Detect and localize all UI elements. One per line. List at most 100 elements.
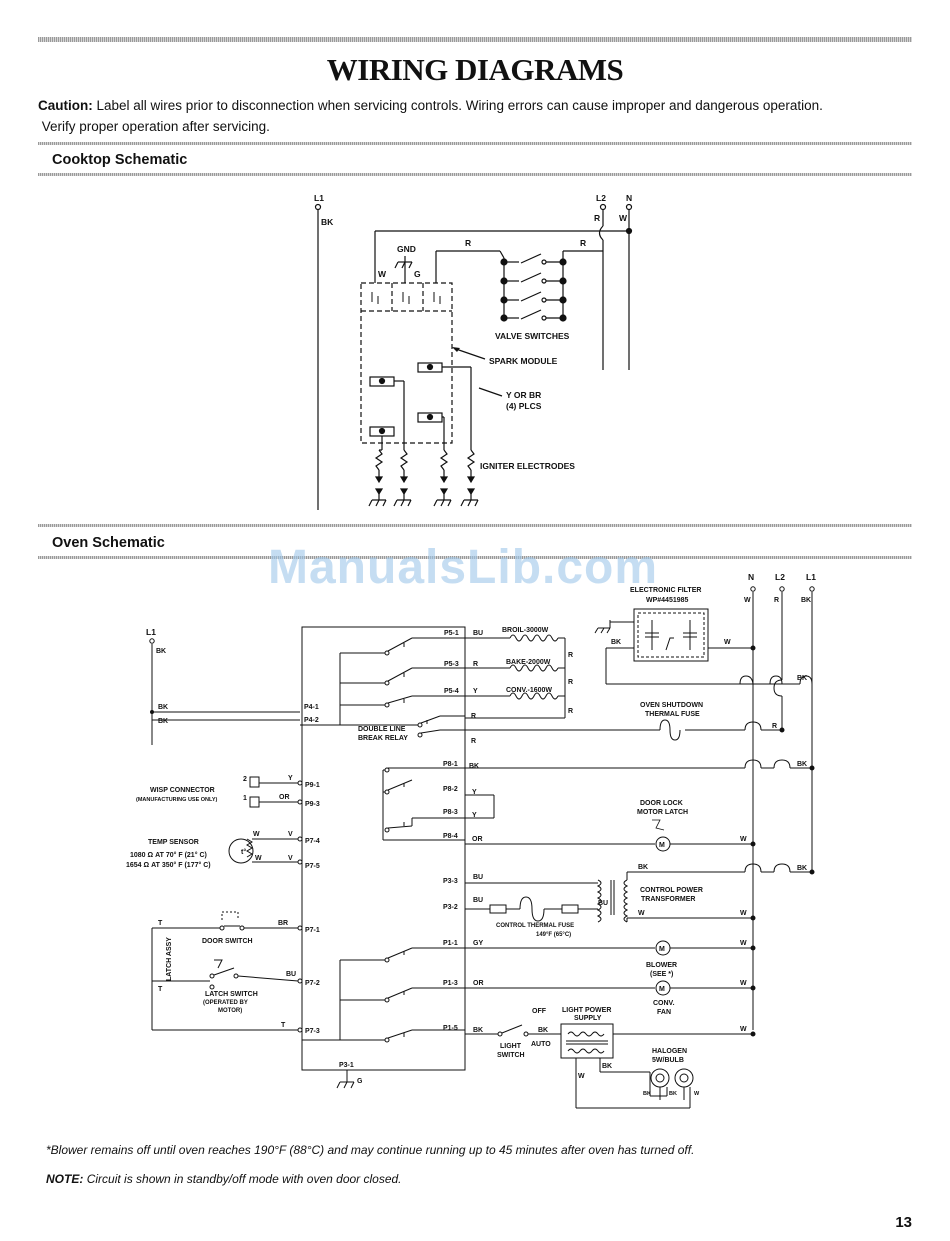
label-p81-bk: BK xyxy=(469,763,479,770)
label-conv-fan2: FAN xyxy=(657,1009,671,1016)
label-filter-bk: BK xyxy=(611,639,621,646)
label-light-switch1: LIGHT xyxy=(500,1043,522,1050)
pin-p3-2: P3-2 xyxy=(443,904,458,911)
label-lps-w: W xyxy=(578,1073,585,1080)
label-plcs: (4) PLCS xyxy=(506,401,542,411)
label-wisp-sub: (MANUFACTURING USE ONLY) xyxy=(136,797,218,803)
label-break-relay: BREAK RELAY xyxy=(358,735,408,742)
label-gnd: GND xyxy=(397,244,416,254)
label-p82-y: Y xyxy=(472,789,477,796)
l1-terminal xyxy=(314,203,322,211)
label-p42-bk: BK xyxy=(158,718,168,725)
label-left-l1: L1 xyxy=(146,627,156,637)
label-temp1: 1080 Ω AT 70° F (21° C) xyxy=(130,851,207,859)
caution-text: Caution: Label all wires prior to discon… xyxy=(38,95,918,137)
temp-sensor-icon xyxy=(228,838,254,864)
pin-p4-1: P4-1 xyxy=(304,704,319,711)
label-off: OFF xyxy=(532,1008,547,1015)
label-operated-by: (OPERATED BY xyxy=(203,1000,248,1006)
label-electronic-filter: ELECTRONIC FILTER xyxy=(630,587,701,594)
label-wisp-or: OR xyxy=(279,794,290,801)
broil-element xyxy=(509,634,559,642)
conv-element xyxy=(509,692,559,700)
label-filter-part: WP#4451985 xyxy=(646,597,689,604)
label-control-power: CONTROL POWER xyxy=(640,887,703,894)
label-bk-684: BK xyxy=(797,675,807,682)
label-w-948: W xyxy=(740,940,747,947)
n-terminal xyxy=(625,203,633,211)
label-temp-sensor: TEMP SENSOR xyxy=(148,839,199,846)
label-bk-872: BK xyxy=(638,864,648,871)
label-wisp-y: Y xyxy=(288,775,293,782)
label-p41-bk: BK xyxy=(158,704,168,711)
label-double-line: DOUBLE LINE xyxy=(358,726,406,733)
label-y-or-br: Y OR BR xyxy=(506,390,541,400)
label-t-928: T xyxy=(158,920,163,927)
cooktop-heading: Cooktop Schematic xyxy=(52,152,188,168)
label-br-928: BR xyxy=(278,920,288,927)
pin-p3-3: P3-3 xyxy=(443,878,458,885)
label-igniter: IGNITER ELECTRODES xyxy=(480,461,575,471)
label-l2-r: R xyxy=(774,597,779,604)
circuit-note: NOTE: Circuit is shown in standby/off mo… xyxy=(46,1172,402,1186)
pin-p1-5: P1-5 xyxy=(443,1025,458,1032)
pin-p7-1: P7-1 xyxy=(305,927,320,934)
label-temp2: 1654 Ω AT 350° F (177° C) xyxy=(126,861,211,869)
igniter-electrodes xyxy=(368,449,479,507)
pin-p5-3: P5-3 xyxy=(444,661,459,668)
label-bk-872b: BK xyxy=(797,865,807,872)
cooktop-rule-top xyxy=(38,142,912,145)
label-motor-paren: MOTOR) xyxy=(218,1008,242,1014)
label-r-elem1: R xyxy=(568,652,573,659)
label-wisp-1: 1 xyxy=(243,795,247,802)
label-transformer: TRANSFORMER xyxy=(641,896,695,903)
label-p33-bu: BU xyxy=(473,874,483,881)
label-wisp-2: 2 xyxy=(243,776,247,783)
label-temp-w2: W xyxy=(255,855,262,862)
label-w-918a: W xyxy=(638,910,645,917)
caution-body: Label all wires prior to disconnection w… xyxy=(96,98,823,113)
motor-m-2: M xyxy=(659,946,665,953)
label-door-switch: DOOR SWITCH xyxy=(202,938,253,945)
cooktop-rule-bottom xyxy=(38,173,912,176)
pin-p7-2: P7-2 xyxy=(305,980,320,987)
label-temp-w1: W xyxy=(253,831,260,838)
motor-m-1: M xyxy=(659,842,665,849)
label-t-1030: T xyxy=(281,1022,286,1029)
label-conv-element: CONV.-1600W xyxy=(506,687,552,694)
label-bake: BAKE-2000W xyxy=(506,659,551,666)
label-lps-bk: BK xyxy=(602,1063,612,1070)
pin-p8-3: P8-3 xyxy=(443,809,458,816)
label-latch-switch: LATCH SWITCH xyxy=(205,991,258,998)
pin-p8-4: P8-4 xyxy=(443,833,458,840)
label-wisp: WISP CONNECTOR xyxy=(150,787,215,794)
label-p11-gy: GY xyxy=(473,940,483,947)
pin-p9-3: P9-3 xyxy=(305,801,320,808)
label-p53-r: R xyxy=(473,661,478,668)
label-motor-latch: MOTOR LATCH xyxy=(637,809,688,816)
halogen-bulb-2 xyxy=(674,1068,694,1088)
label-oven-l1: L1 xyxy=(806,572,816,582)
pin-p3-1: P3-1 xyxy=(339,1062,354,1069)
halogen-bulb-1 xyxy=(650,1068,670,1088)
pin-p8-1: P8-1 xyxy=(443,761,458,768)
label-p51-bu: BU xyxy=(473,630,483,637)
spark-module xyxy=(360,282,453,444)
top-rule xyxy=(38,37,912,42)
l2-terminal xyxy=(599,203,607,211)
label-t-981: T xyxy=(158,986,163,993)
label-spark-module: SPARK MODULE xyxy=(489,356,558,366)
label-relay-r1: R xyxy=(471,713,476,720)
label-door-lock: DOOR LOCK xyxy=(640,800,683,807)
label-w-module: W xyxy=(378,269,387,279)
blower-footnote: *Blower remains off until oven reaches 1… xyxy=(46,1143,695,1157)
label-p54-y: Y xyxy=(473,688,478,695)
pin-p9-1: P9-1 xyxy=(305,782,320,789)
label-auto: AUTO xyxy=(531,1041,551,1048)
label-w-844: W xyxy=(740,836,747,843)
label-r-elem3: R xyxy=(568,708,573,715)
pin-p8-2: P8-2 xyxy=(443,786,458,793)
label-w-n: W xyxy=(619,213,628,223)
label-oven-l2: L2 xyxy=(775,572,785,582)
